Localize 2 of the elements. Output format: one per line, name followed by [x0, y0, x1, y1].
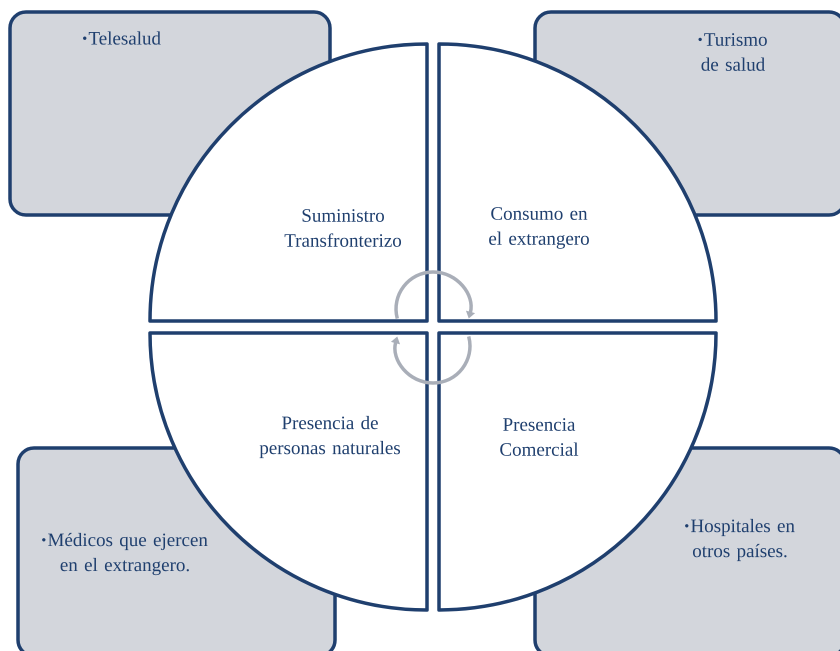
- cycle-arrow: [394, 270, 476, 319]
- cycle-arrow: [390, 336, 472, 385]
